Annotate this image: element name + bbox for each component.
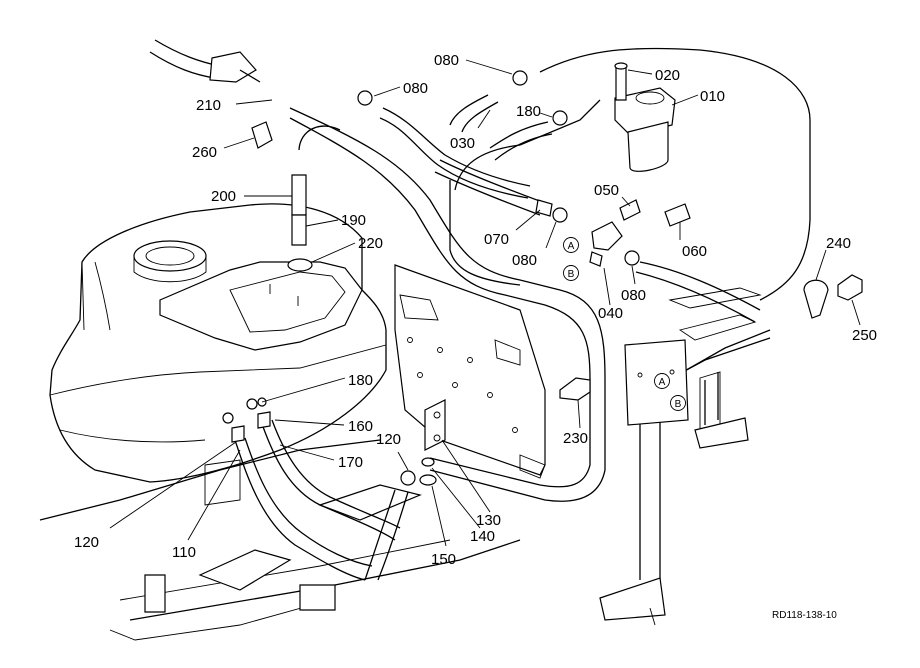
callout-b-upper: B bbox=[563, 265, 579, 281]
callout-a-upper: A bbox=[563, 237, 579, 253]
part-label-020: 020 bbox=[655, 67, 680, 84]
part-label-170: 170 bbox=[338, 454, 363, 471]
part-label-080: 080 bbox=[434, 52, 459, 69]
part-label-230: 230 bbox=[563, 430, 588, 447]
svg-text:B: B bbox=[675, 399, 682, 410]
part-label-130: 130 bbox=[476, 512, 501, 529]
part-label-180: 180 bbox=[516, 103, 541, 120]
part-label-210: 210 bbox=[196, 97, 221, 114]
part-label-070: 070 bbox=[484, 231, 509, 248]
leader-lines bbox=[109, 59, 861, 547]
part-label-010: 010 bbox=[700, 88, 725, 105]
part-label-150: 150 bbox=[431, 551, 456, 568]
part-label-140: 140 bbox=[470, 528, 495, 545]
part-label-120: 120 bbox=[74, 534, 99, 551]
mount-plate bbox=[394, 264, 546, 479]
drawing-code: RD118-138-10 bbox=[772, 610, 837, 621]
part-label-080: 080 bbox=[621, 287, 646, 304]
callout-b-lower: B bbox=[670, 395, 686, 411]
part-label-080: 080 bbox=[403, 80, 428, 97]
svg-text:A: A bbox=[659, 377, 666, 388]
part-label-080: 080 bbox=[512, 252, 537, 269]
part-label-250: 250 bbox=[852, 327, 877, 344]
fuel-tank bbox=[39, 203, 521, 641]
hose-clamps bbox=[222, 70, 640, 486]
fuel-filter bbox=[614, 62, 676, 172]
part-label-110: 110 bbox=[172, 544, 196, 561]
part-number-labels: 010 020 030 040 050 060 070 080 080 080 … bbox=[74, 52, 877, 568]
fuel-hoses bbox=[149, 39, 811, 581]
part-label-180: 180 bbox=[348, 372, 373, 389]
svg-text:A: A bbox=[568, 241, 575, 252]
part-label-260: 260 bbox=[192, 144, 217, 161]
part-label-160: 160 bbox=[348, 418, 373, 435]
part-label-050: 050 bbox=[594, 182, 619, 199]
part-label-240: 240 bbox=[826, 235, 851, 252]
part-label-190: 190 bbox=[341, 212, 366, 229]
part-label-030: 030 bbox=[450, 135, 475, 152]
joint-and-bolts bbox=[419, 199, 863, 486]
callout-markers: A B A B bbox=[563, 237, 686, 411]
callout-a-lower: A bbox=[654, 373, 670, 389]
part-label-120: 120 bbox=[376, 431, 401, 448]
part-label-200: 200 bbox=[211, 188, 236, 205]
frame-pipe bbox=[599, 287, 771, 626]
part-label-220: 220 bbox=[358, 235, 383, 252]
part-label-060: 060 bbox=[682, 243, 707, 260]
part-label-040: 040 bbox=[598, 305, 623, 322]
svg-text:B: B bbox=[568, 269, 575, 280]
